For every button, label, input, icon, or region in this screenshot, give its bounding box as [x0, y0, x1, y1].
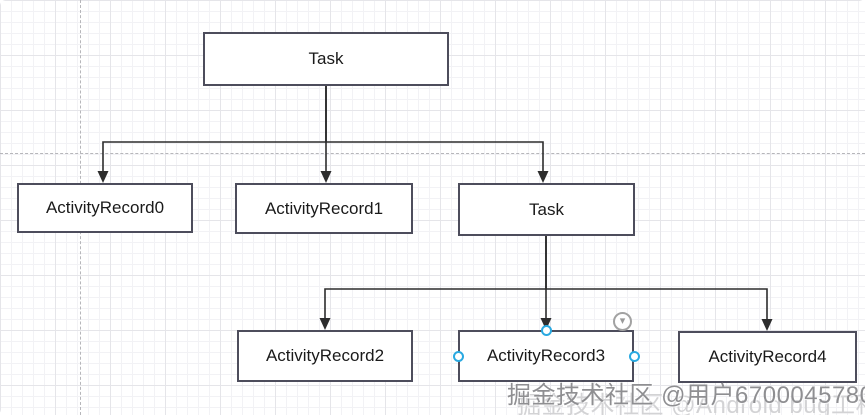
page-break-horizontal — [0, 153, 865, 154]
node-activity-record-4[interactable]: ActivityRecord4 — [678, 331, 857, 383]
node-task-root[interactable]: Task — [203, 32, 449, 86]
edge-task-root-to-task-child[interactable] — [325, 86, 544, 172]
arrowhead-icon — [320, 171, 332, 183]
node-label: Task — [308, 49, 344, 68]
node-activity-record-1[interactable]: ActivityRecord1 — [235, 183, 413, 234]
arrowhead-icon — [540, 318, 552, 330]
arrowhead-icon — [319, 318, 331, 330]
edge-task-child-to-activity-record-2[interactable] — [324, 236, 547, 319]
connection-point-left-middle[interactable] — [452, 350, 464, 362]
node-label: ActivityRecord1 — [264, 198, 384, 218]
connection-point-top-center[interactable] — [540, 324, 552, 336]
edge-task-root-to-activity-record-0[interactable] — [102, 86, 327, 172]
node-activity-record-3[interactable]: ActivityRecord3 — [458, 330, 634, 382]
node-label: ActivityRecord2 — [265, 346, 385, 365]
connection-point-right-middle[interactable] — [628, 350, 640, 362]
node-label: ActivityRecord4 — [708, 347, 827, 366]
arrowhead-icon — [97, 171, 109, 183]
node-task-child[interactable]: Task — [458, 183, 635, 236]
arrowhead-icon — [537, 171, 549, 183]
arrowhead-icon — [761, 319, 773, 331]
node-label: ActivityRecord0 — [45, 198, 165, 217]
node-activity-record-0[interactable]: ActivityRecord0 — [17, 183, 193, 233]
node-label: ActivityRecord3 — [486, 346, 606, 365]
node-activity-record-2[interactable]: ActivityRecord2 — [237, 330, 413, 382]
edge-task-child-to-activity-record-4[interactable] — [545, 236, 768, 320]
expand-collapse-icon[interactable]: ▾ — [613, 312, 632, 331]
node-label: Task — [529, 199, 564, 219]
